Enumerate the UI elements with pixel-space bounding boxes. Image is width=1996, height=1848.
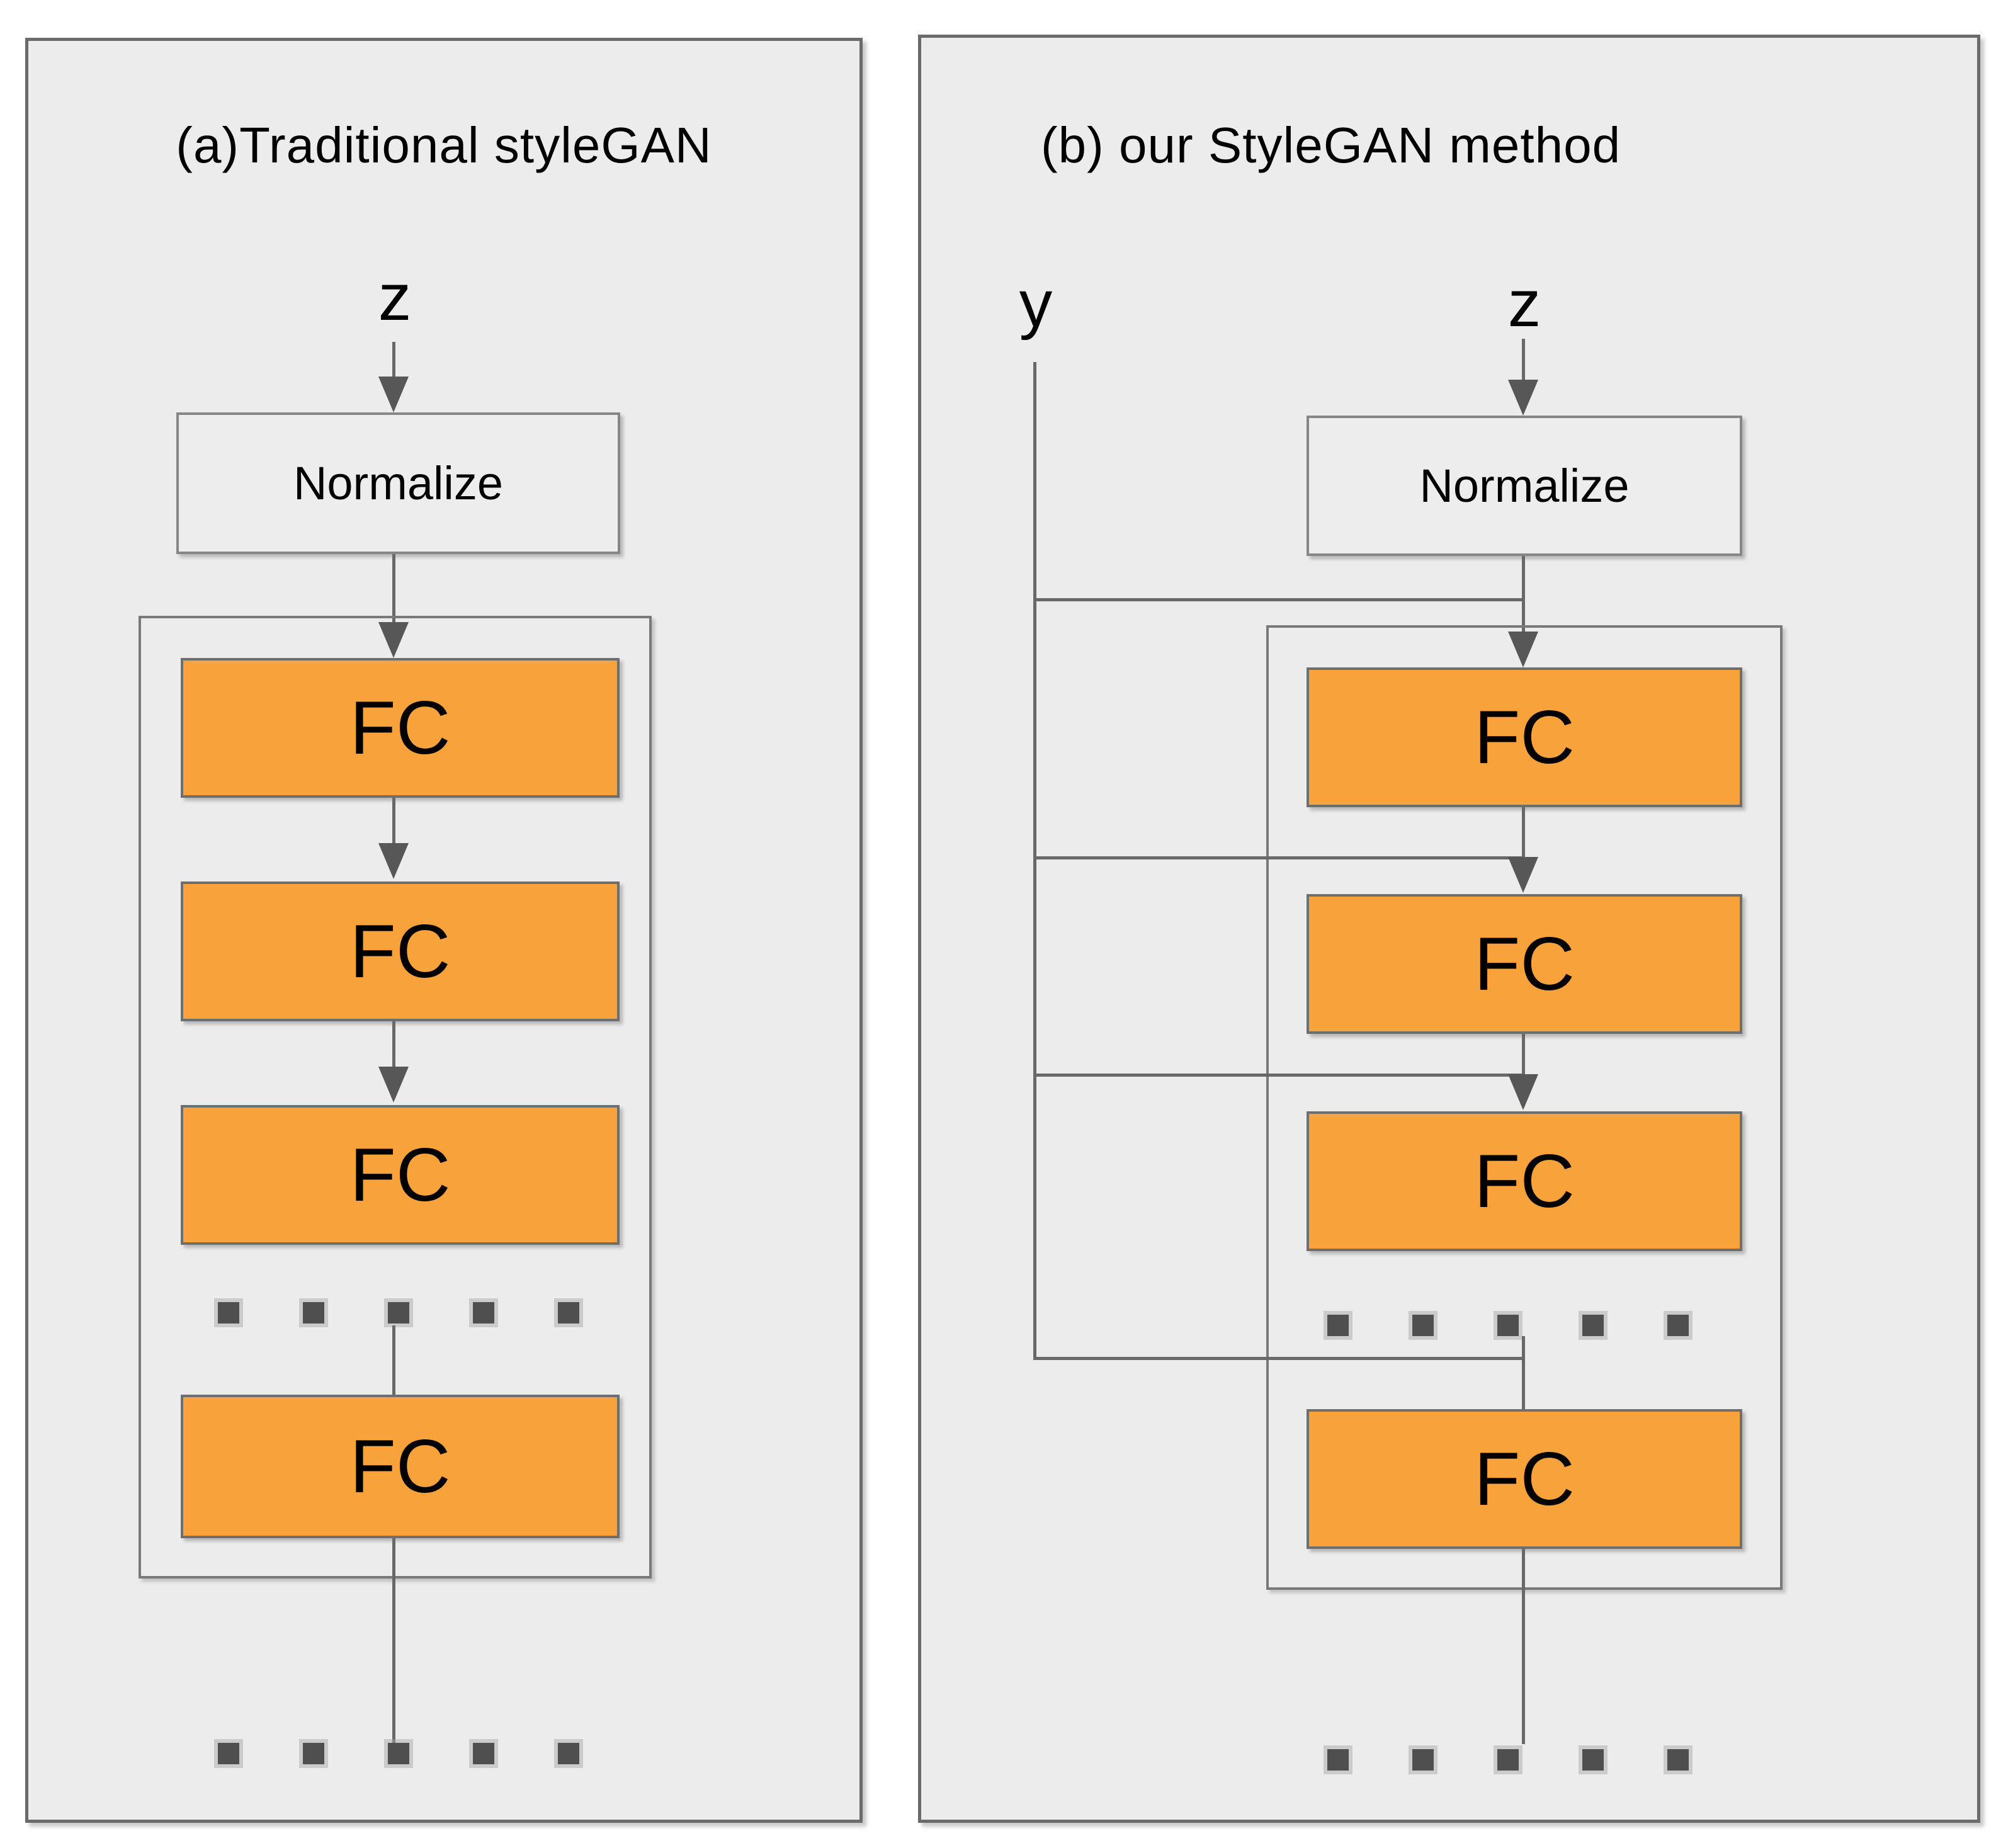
dot-icon (1412, 1749, 1434, 1771)
connector-dots-to-fc4 (1522, 1336, 1525, 1409)
panel-a-fc-box-4: FC (181, 1395, 620, 1538)
dot-icon (1327, 1315, 1349, 1336)
connector-fc1-to-fc2 (392, 798, 395, 844)
normalize-label: Normalize (293, 457, 504, 509)
y-branch-line-4 (1033, 1357, 1525, 1360)
dot-icon (1327, 1749, 1349, 1771)
fc-label: FC (349, 909, 451, 994)
fc-label: FC (1474, 1139, 1575, 1223)
dot-icon (558, 1743, 579, 1764)
arrow-down-icon (1508, 632, 1538, 667)
connector-fc1-to-fc2 (1522, 807, 1525, 858)
ellipsis-dots-icon (218, 1302, 579, 1324)
dot-icon (558, 1302, 579, 1324)
arrow-down-icon (1508, 857, 1538, 893)
connector-fc2-to-fc3 (1522, 1034, 1525, 1075)
y-branch-line-2 (1033, 856, 1525, 859)
dot-icon (473, 1743, 494, 1764)
panel-b-y-label: y (1019, 267, 1053, 341)
panel-a-title: (a)Traditional styleGAN (176, 117, 712, 173)
dot-icon (303, 1302, 324, 1324)
panel-b-z-label: z (1507, 267, 1541, 341)
connector-normalize-to-fc1 (392, 554, 395, 625)
panel-b-normalize-box: Normalize (1307, 416, 1742, 556)
fc-label: FC (1474, 922, 1575, 1006)
dot-icon (1582, 1749, 1604, 1771)
dot-icon (473, 1302, 494, 1324)
connector-fc4-to-output-dots (392, 1538, 395, 1743)
arrow-down-icon (1508, 1074, 1538, 1110)
fc-label: FC (1474, 695, 1575, 779)
fc-label: FC (349, 686, 451, 770)
panel-our-stylegan-method: (b) our StyleGAN method y z Normalize FC… (918, 35, 1980, 1823)
panel-a-fc-box-3: FC (181, 1105, 620, 1245)
ellipsis-dots-icon (1327, 1749, 1689, 1771)
arrow-down-icon (378, 1067, 409, 1103)
dot-icon (218, 1743, 239, 1764)
panel-a-fc-box-2: FC (181, 881, 620, 1021)
arrow-down-icon (1508, 380, 1538, 416)
dot-icon (388, 1743, 409, 1764)
panel-b-fc-box-1: FC (1307, 667, 1742, 807)
dot-icon (1667, 1749, 1689, 1771)
y-branch-line-1 (1033, 598, 1525, 601)
panel-b-title: (b) our StyleGAN method (1041, 117, 1621, 173)
normalize-label: Normalize (1419, 460, 1630, 512)
connector-z-to-normalize (392, 342, 395, 378)
fc-label: FC (349, 1424, 451, 1509)
dot-icon (218, 1302, 239, 1324)
connector-z-to-normalize (1522, 339, 1525, 382)
connector-fc4-to-output-dots (1522, 1549, 1525, 1744)
dot-icon (303, 1743, 324, 1764)
fc-label: FC (349, 1133, 451, 1217)
panel-b-fc-box-3: FC (1307, 1111, 1742, 1251)
arrow-down-icon (378, 843, 409, 879)
panel-a-z-label: z (378, 261, 412, 334)
dot-icon (1412, 1315, 1434, 1336)
connector-fc2-to-fc3 (392, 1021, 395, 1068)
panel-a-fc-box-1: FC (181, 658, 620, 798)
ellipsis-dots-icon (1327, 1315, 1689, 1336)
connector-dots-to-fc4 (392, 1325, 395, 1395)
y-branch-line-3 (1033, 1074, 1525, 1077)
dot-icon (1497, 1749, 1519, 1771)
ellipsis-dots-icon (218, 1743, 579, 1764)
arrow-down-icon (378, 622, 409, 658)
panel-traditional-stylegan: (a)Traditional styleGAN z Normalize FC F… (25, 38, 863, 1823)
dot-icon (1667, 1315, 1689, 1336)
connector-normalize-to-fc1 (1522, 556, 1525, 635)
panel-a-normalize-box: Normalize (176, 412, 620, 554)
dot-icon (1582, 1315, 1604, 1336)
panel-b-fc-box-4: FC (1307, 1409, 1742, 1549)
fc-label: FC (1474, 1437, 1575, 1521)
y-style-line (1033, 362, 1036, 1360)
dot-icon (388, 1302, 409, 1324)
dot-icon (1497, 1315, 1519, 1336)
arrow-down-icon (378, 377, 409, 412)
panel-b-fc-box-2: FC (1307, 894, 1742, 1034)
